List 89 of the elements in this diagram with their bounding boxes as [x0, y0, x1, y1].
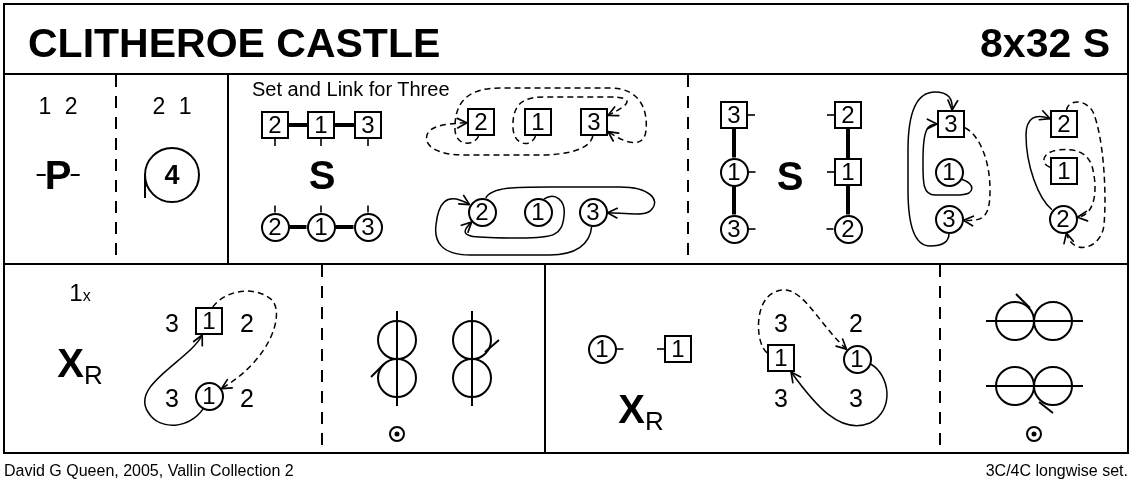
- dancer-number: 2: [841, 217, 855, 241]
- connector-line: [732, 129, 736, 158]
- dancer-number: 2: [841, 103, 855, 127]
- dancer-square: [524, 108, 552, 136]
- curved-arrow: [922, 118, 973, 196]
- curved-arrow: [460, 195, 565, 239]
- dancer-number: 3: [727, 217, 741, 241]
- dancer-number: 2: [474, 110, 488, 134]
- dancer-square: [834, 101, 862, 129]
- setting-symbol: S: [308, 155, 336, 195]
- dancer-number: 3: [586, 200, 600, 224]
- cross-symbol: X$_{R}$: [57, 343, 103, 383]
- dancer-numbers: 1 2: [38, 94, 78, 118]
- dancer-number: 1: [727, 160, 741, 184]
- connector-line: [846, 129, 850, 158]
- connector-line: [335, 123, 354, 127]
- curved-arrow: [907, 91, 959, 247]
- curved-arrow: [512, 96, 628, 145]
- dancer-number: 1: [531, 200, 545, 224]
- dancer-square: [834, 158, 862, 186]
- dancer-square: [937, 110, 965, 138]
- dancer-number: 3: [774, 310, 788, 336]
- connector-line: [335, 225, 354, 229]
- dancer-number: 2: [268, 215, 282, 239]
- dancer-number: 1: [841, 160, 855, 184]
- circle-number: 4: [164, 161, 180, 189]
- dancer-number: 1: [942, 160, 956, 184]
- dancer-number: 3: [944, 112, 958, 136]
- dancer-number: 2: [1057, 112, 1071, 136]
- figure-name: Set and Link for Three: [252, 79, 450, 99]
- dancer-square: [767, 344, 795, 372]
- source-credit: David G Queen, 2005, Vallin Collection 2: [4, 463, 294, 479]
- dance-title: CLITHEROE CASTLE: [28, 22, 441, 64]
- dancer-number: 1: [850, 347, 864, 371]
- dancer-number: 1: [595, 337, 609, 361]
- dancer-number: 3: [849, 385, 863, 411]
- dancer-number: 3: [361, 113, 375, 137]
- dancer-number: 3: [165, 385, 179, 411]
- dancer-number: 1: [531, 110, 545, 134]
- dancer-number: 2: [475, 200, 489, 224]
- connector-line: [289, 123, 307, 127]
- curved-arrow: [962, 127, 991, 227]
- dancer-square: [195, 307, 223, 335]
- dancer-numbers: 2 1: [152, 94, 192, 118]
- dance-format: 8x32 S: [980, 22, 1110, 64]
- connector-line: [846, 186, 850, 215]
- dancer-number: 1: [774, 346, 788, 370]
- dancer-number: 2: [240, 385, 254, 411]
- dancer-square: [664, 335, 692, 363]
- curved-arrow: [1043, 148, 1096, 221]
- setting-symbol: S: [776, 156, 804, 196]
- curved-arrow: [434, 195, 593, 256]
- curved-arrow: [454, 87, 648, 144]
- dancer-number: 1: [1057, 159, 1071, 183]
- dancer-square: [720, 101, 748, 129]
- dancer-number: 2: [1056, 207, 1070, 231]
- curved-arrow: [757, 289, 848, 354]
- set-formation: 3C/4C longwise set.: [985, 463, 1128, 479]
- dancer-square: [580, 108, 608, 136]
- curved-arrow: [425, 117, 594, 156]
- dancer-square: [261, 111, 289, 139]
- dancer-number: 3: [361, 215, 375, 239]
- curved-arrow: [1064, 101, 1106, 249]
- dancer-square: [354, 111, 382, 139]
- dancer-number: 3: [774, 385, 788, 411]
- dancer-number: 3: [727, 103, 741, 127]
- dancer-number: 3: [942, 207, 956, 231]
- dancer-square: [467, 108, 495, 136]
- cross-symbol: X$_{R}$: [618, 389, 664, 429]
- dancer-number: 3: [165, 310, 179, 336]
- dancer-square: [1050, 110, 1078, 138]
- dancer-number: 3: [587, 110, 601, 134]
- curved-arrow: [485, 186, 656, 219]
- curved-arrow: [144, 334, 204, 426]
- connector-line: [289, 225, 307, 229]
- dancer-number: 2: [849, 310, 863, 336]
- dancer-number: 1: [202, 309, 216, 333]
- dancer-number: 1: [202, 384, 216, 408]
- dancer-number: 2: [268, 113, 282, 137]
- connector-line: [732, 186, 736, 215]
- dancer-square: [1050, 157, 1078, 185]
- curved-arrow: [212, 290, 278, 390]
- dancer-number: 1: [314, 113, 328, 137]
- dancer-square: [307, 111, 335, 139]
- dancer-number: 2: [240, 310, 254, 336]
- curved-arrow: [1025, 110, 1053, 211]
- curved-arrow: [790, 363, 888, 427]
- dancer-number: 1: [671, 337, 685, 361]
- dancer-number: 1: [314, 215, 328, 239]
